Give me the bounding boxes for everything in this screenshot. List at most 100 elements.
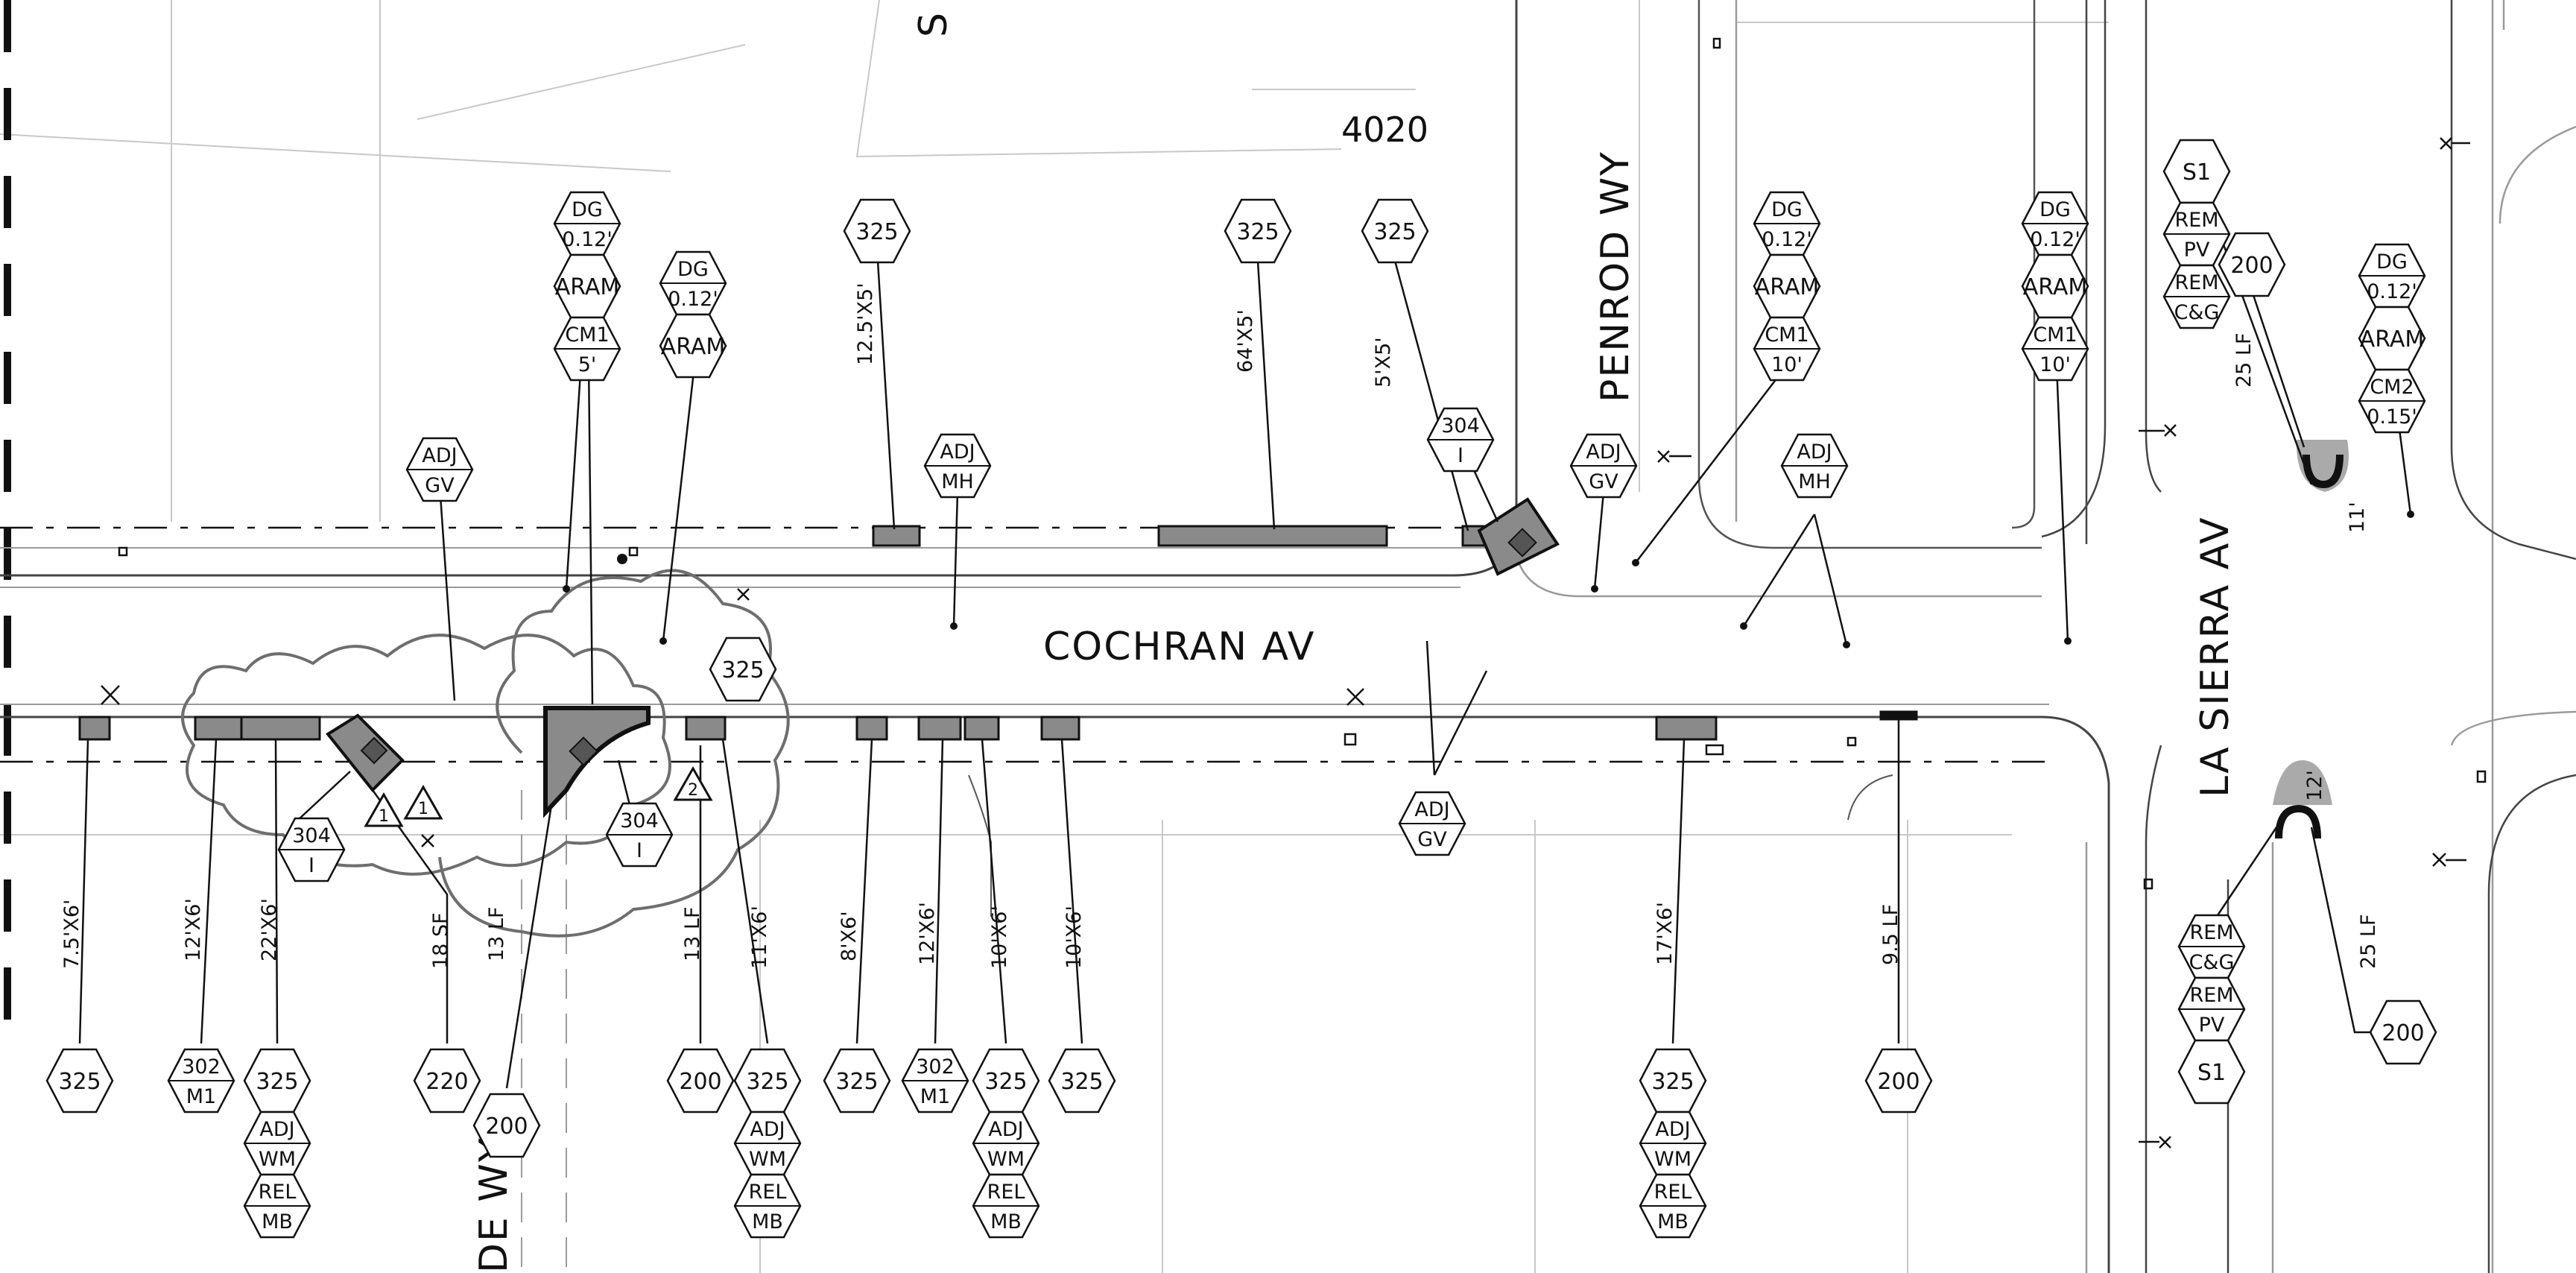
callout-label: DG <box>1771 198 1803 221</box>
callout-label: 325 <box>256 1069 298 1095</box>
callout-label: 0.12' <box>2030 228 2080 251</box>
dimension-label: 7.5'X6' <box>60 900 83 969</box>
callout-label: S1 <box>2197 1060 2226 1086</box>
callout-label: 0.12' <box>1762 228 1812 251</box>
callout-hexagon <box>2218 232 2286 297</box>
callout-label: DG <box>572 198 603 221</box>
revision-triangle: 1 <box>364 792 404 827</box>
callout-label: WM <box>259 1148 296 1171</box>
dimension-label: 12' <box>2303 770 2326 801</box>
callout-label: 325 <box>1651 1069 1694 1095</box>
callout-label: 302 <box>182 1055 221 1078</box>
sidewalk-panel <box>1157 525 1388 547</box>
callout-label: MH <box>1798 470 1831 493</box>
callout-label: 200 <box>2382 1020 2424 1046</box>
callout-label: CM1 <box>2033 323 2077 347</box>
callout-label: C&G <box>2189 951 2235 974</box>
callout-label: PV <box>2184 239 2210 262</box>
callout-label: 304 <box>292 824 331 847</box>
dimension-label: 12.5'X5' <box>854 282 877 365</box>
callout-hexagon <box>843 198 911 264</box>
callout-label: ADJ <box>1586 440 1621 464</box>
construction-areas <box>78 525 1918 741</box>
callout-tag: ADJ MH <box>923 433 992 499</box>
callout-label: S1 <box>2183 159 2211 186</box>
revision-triangle-label: 2 <box>688 781 698 800</box>
callout-label: 10' <box>2039 353 2071 376</box>
callout-label: 304 <box>620 809 659 833</box>
callout-label: MB <box>752 1210 783 1233</box>
revision-triangle: 1 <box>403 784 443 820</box>
callout-hexagon <box>472 1093 541 1158</box>
callout-label: 302 <box>916 1055 955 1078</box>
callout-label: ADJ <box>422 444 457 467</box>
callout-label: 325 <box>1373 219 1416 245</box>
callout-label: PV <box>2199 1014 2225 1037</box>
callout-label: MH <box>941 470 974 493</box>
callout-label: DG <box>2376 250 2408 274</box>
callout-tag: 200 <box>1864 1048 1933 1114</box>
callout-label: M1 <box>920 1085 950 1108</box>
callout-label: ADJ <box>940 440 975 464</box>
callout-label: CM1 <box>1765 323 1808 347</box>
callout-label: 200 <box>1877 1069 1920 1095</box>
penrod-wy-road <box>1511 0 2042 598</box>
sidewalk-panel <box>194 716 243 741</box>
dimension-label: 64'X5' <box>1234 309 1257 373</box>
callout-tag: 325 <box>1361 198 1429 264</box>
callout-tag: 325 <box>823 1048 891 1114</box>
callout-label: REL <box>749 1181 787 1204</box>
callout-hexagon <box>1361 198 1429 264</box>
callout-hexagon <box>659 313 727 379</box>
callout-label: 304 <box>1441 414 1480 438</box>
callout-label: REM <box>2189 984 2233 1007</box>
callout-tag: 200 <box>666 1048 735 1114</box>
callout-label: 325 <box>746 1069 788 1095</box>
callout-label: I <box>308 854 314 877</box>
sidewalk-panel <box>872 525 921 547</box>
callout-label: WM <box>987 1148 1025 1171</box>
cochran-av-road <box>0 0 2110 1273</box>
callout-label: REL <box>259 1181 297 1204</box>
callout-label: 325 <box>835 1069 878 1095</box>
callout-hexagon <box>413 1048 481 1114</box>
callout-tag: DG0.12'ARAM <box>659 250 727 379</box>
callout-tag: 325 <box>1048 1048 1116 1114</box>
callout-hexagon <box>823 1048 891 1114</box>
callout-hexagon <box>45 1048 114 1114</box>
callout-label: C&G <box>2174 301 2220 324</box>
callout-tag: 200 <box>2218 232 2286 297</box>
dimension-label: 5'X5' <box>1372 337 1395 388</box>
callout-label: 0.12' <box>668 288 718 311</box>
south-curb-line <box>0 716 2110 1273</box>
street-name-penrod: PENROD WY <box>1593 151 1638 402</box>
callout-tag: 325 <box>843 198 911 264</box>
revision-triangles: 11 2 <box>364 765 713 827</box>
callout-label: 325 <box>1236 219 1279 245</box>
callout-label: ADJ <box>1414 798 1449 821</box>
callout-label: WM <box>1654 1148 1692 1171</box>
dimension-label: 25 LF <box>2357 914 2380 969</box>
callout-label: REL <box>987 1181 1025 1204</box>
dimension-label: 10'X6' <box>988 906 1011 969</box>
callout-label: REL <box>1654 1181 1692 1204</box>
street-name-bottom-partial: DE WY <box>472 1137 516 1273</box>
callout-label: ARAM <box>2360 326 2425 353</box>
callout-label: 325 <box>1060 1069 1103 1095</box>
street-name-top-partial: S <box>911 11 956 37</box>
sidewalk-panel <box>1040 716 1080 741</box>
callout-label: ADJ <box>259 1118 294 1141</box>
sidewalk-panel <box>240 716 321 741</box>
revision-cloud-center <box>438 569 790 938</box>
dimension-label: 8'X6' <box>838 911 861 961</box>
curb-ramp-center <box>543 706 651 818</box>
